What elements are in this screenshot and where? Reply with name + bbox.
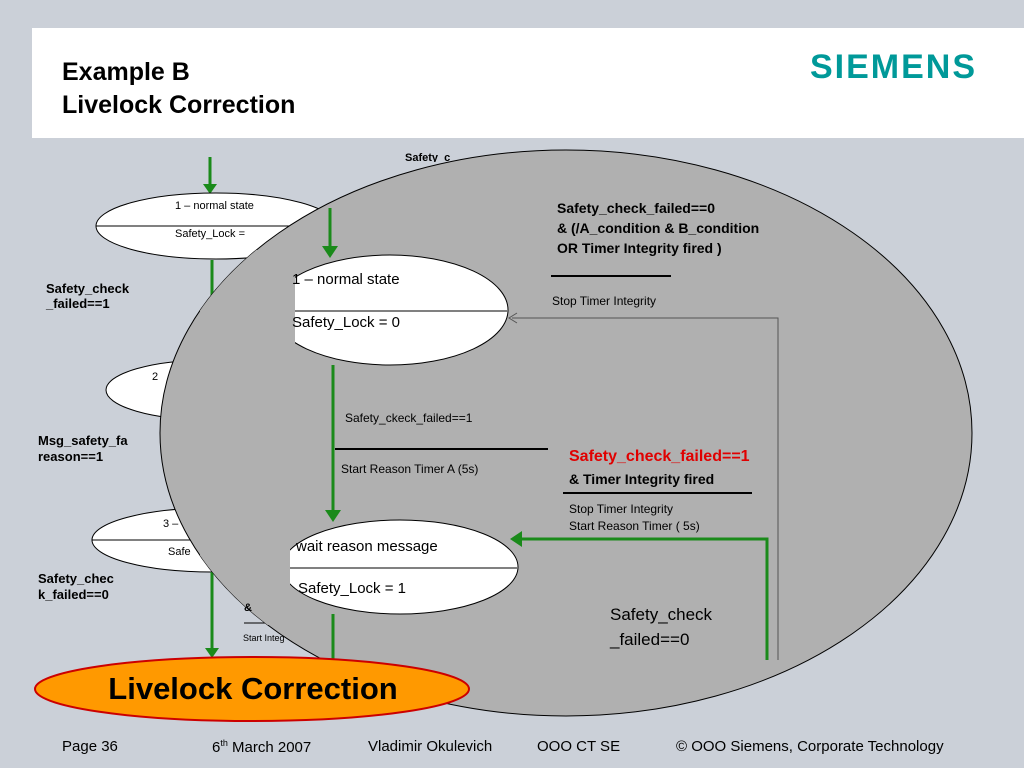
bg-state-3-var: Safe	[168, 546, 191, 558]
bg-state-2-name: 2	[152, 371, 159, 383]
bg-label-start: Start Integ	[243, 633, 285, 643]
zoom-mid-action: Start Reason Timer A (5s)	[341, 462, 479, 476]
footer-date-sup: th	[220, 738, 228, 748]
bg-state-1-var: Safety_Lock =	[175, 228, 246, 240]
footer-date-day: 6	[212, 739, 221, 756]
zoom-state-2	[281, 519, 519, 615]
bg-state-1-name: 1 – normal state	[175, 200, 254, 212]
entry-arrow-head	[203, 184, 217, 194]
bg-label-amp: &	[244, 602, 252, 614]
bg-label-left2-a: Msg_safety_fa	[38, 433, 128, 448]
header-bar: Example B Livelock Correction SIEMENS	[32, 28, 1024, 138]
zoom-mid-cond: Safety_ckeck_failed==1	[345, 411, 473, 425]
zoom-top-cond-line-3: OR Timer Integrity fired )	[557, 240, 722, 256]
zoom-bottom-cond-line-1: Safety_check	[610, 605, 713, 624]
bg-label-top: Safety_c	[405, 152, 451, 162]
bg-label-left1-b: _failed==1	[46, 296, 110, 311]
zoom-green-return	[520, 537, 769, 660]
zoom-top-cond-line-1: Safety_check_failed==0	[557, 200, 715, 216]
zoom-state-1-name: 1 – normal state	[292, 271, 400, 288]
zoom-top-cond-line-2: & (/A_condition & B_condition	[557, 220, 760, 236]
footer-author: Vladimir Okulevich	[368, 738, 493, 755]
footer-date-rest: March 2007	[227, 739, 312, 756]
footer-dept: OOO CT SE	[537, 738, 621, 755]
zoom-state-2-var: Safety_Lock = 1	[298, 580, 406, 597]
bg-label-left1-a: Safety_check	[46, 281, 130, 296]
bg-trans-arrow-head	[205, 648, 219, 658]
zoom-trans-1-2-head	[325, 510, 341, 522]
bg-label-left2-b: reason==1	[38, 449, 104, 464]
zoom-red-action-2: Start Reason Timer ( 5s)	[569, 519, 700, 533]
footer-page: Page 36	[62, 738, 118, 755]
zoom-red-cond-line-1: Safety_check_failed==1	[569, 448, 750, 465]
footer-date: 6th March 2007	[212, 738, 311, 756]
zoom-return-line	[512, 317, 779, 660]
zoom-red-cond-line-2: & Timer Integrity fired	[569, 471, 715, 487]
bg-label-left3-a: Safety_chec	[38, 571, 114, 586]
bg-state-3-name: 3 –	[163, 518, 179, 530]
slide-title: Example B Livelock Correction	[62, 56, 295, 122]
title-line-2: Livelock Correction	[62, 91, 296, 119]
siemens-logo: SIEMENS	[810, 48, 978, 86]
footer-copyright: © OOO Siemens, Corporate Technology	[676, 738, 944, 755]
zoom-top-action: Stop Timer Integrity	[552, 294, 657, 308]
zoom-bottom-cond-line-2: _failed==0	[610, 630, 690, 649]
zoom-entry-arrow-head	[322, 246, 338, 258]
zoom-return-arrow-head	[508, 312, 518, 324]
zoom-green-return-head	[510, 531, 522, 547]
zoom-state-1-mask	[200, 250, 295, 370]
livelock-badge-label: Livelock Correction	[108, 671, 398, 706]
livelock-badge-shape	[34, 656, 470, 722]
zoom-red-action-1: Stop Timer Integrity	[569, 502, 674, 516]
bg-label-left3-b: k_failed==0	[38, 587, 109, 602]
zoom-state-1-var: Safety_Lock = 0	[292, 314, 400, 331]
zoom-content	[200, 208, 779, 660]
zoom-state-2-name: wait reason message	[296, 538, 438, 555]
title-line-1: Example B	[62, 58, 190, 86]
